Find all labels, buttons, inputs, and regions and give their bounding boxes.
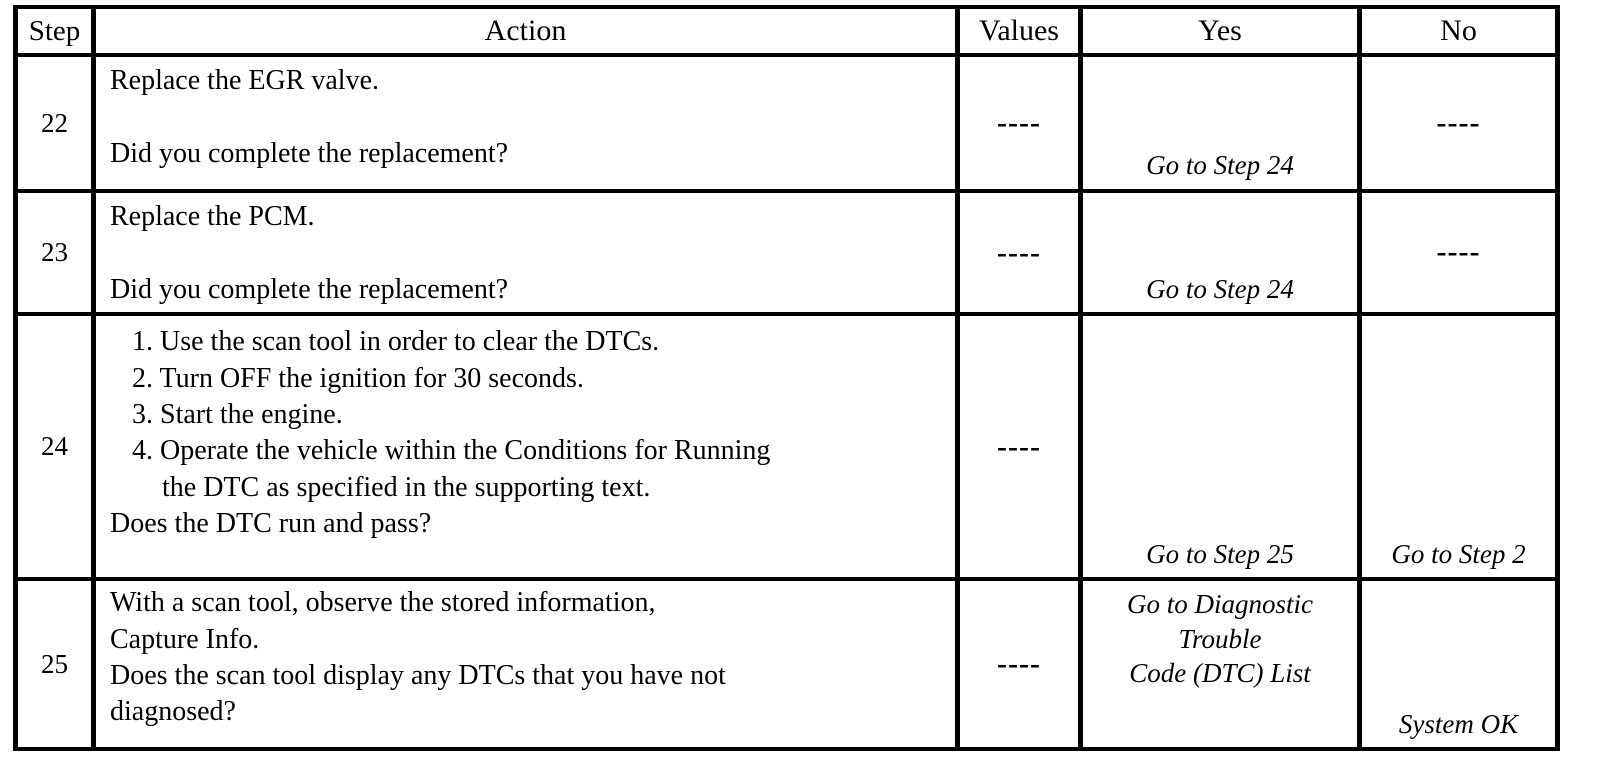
action-list-item: 3. Start the engine. — [132, 398, 343, 430]
step-number: 25 — [13, 577, 96, 752]
step-number: 22 — [13, 53, 96, 193]
action-list-item: 1. Use the scan tool in order to clear t… — [132, 326, 660, 358]
action-line: Did you complete the replacement? — [110, 137, 509, 169]
column-header-yes: Yes — [1078, 5, 1362, 57]
column-header-action: Action — [91, 5, 960, 57]
action-text: Replace the EGR valve. Did you complete … — [91, 53, 960, 193]
table-row: 23 Replace the PCM. Did you complete the… — [13, 188, 1560, 317]
no-branch: Go to Step 2 — [1357, 312, 1560, 582]
column-header-no: No — [1357, 5, 1560, 57]
table-header: Step Action Values Yes No — [13, 5, 1560, 57]
values-placeholder: ---- — [997, 235, 1041, 269]
header-row: Step Action Values Yes No — [13, 5, 1560, 57]
values-cell: ---- — [955, 53, 1083, 193]
step-number: 23 — [13, 188, 96, 317]
column-header-values: Values — [955, 5, 1083, 57]
values-placeholder: ---- — [997, 106, 1041, 139]
no-branch: ---- — [1357, 188, 1560, 317]
no-branch-line: Go to Step 2 — [1391, 538, 1526, 569]
no-branch-line: System OK — [1398, 708, 1519, 739]
table-body: 22 Replace the EGR valve. Did you comple… — [13, 53, 1560, 752]
table-row: 24 1. Use the scan tool in order to clea… — [13, 312, 1560, 582]
action-list-item: 2. Turn OFF the ignition for 30 seconds. — [132, 362, 584, 394]
action-line: Replace the EGR valve. — [110, 65, 380, 96]
yes-branch: Go to Step 24 — [1078, 188, 1362, 317]
yes-branch: Go to Step 25 — [1078, 312, 1362, 582]
step-number: 24 — [13, 312, 96, 582]
action-line: With a scan tool, observe the stored inf… — [110, 587, 656, 619]
table-row: 22 Replace the EGR valve. Did you comple… — [13, 53, 1560, 193]
action-question: Does the DTC run and pass? — [110, 508, 432, 540]
action-text: With a scan tool, observe the stored inf… — [91, 577, 960, 752]
action-numbered-list: 1. Use the scan tool in order to clear t… — [110, 324, 945, 506]
action-line: Did you complete the replacement? — [110, 273, 509, 305]
yes-branch: Go to Step 24 — [1078, 53, 1362, 193]
values-placeholder: ---- — [997, 647, 1041, 681]
yes-branch-line: Go to Diagnostic — [1127, 589, 1313, 620]
values-placeholder: ---- — [997, 429, 1041, 463]
values-cell: ---- — [955, 188, 1083, 317]
yes-branch-line: Go to Step 25 — [1146, 538, 1294, 569]
action-text: 1. Use the scan tool in order to clear t… — [91, 312, 960, 582]
no-branch-line: ---- — [1436, 235, 1481, 269]
yes-branch-line: Go to Step 24 — [1146, 273, 1294, 304]
values-cell: ---- — [955, 312, 1083, 582]
action-line: Replace the PCM. — [110, 201, 315, 232]
action-line: Capture Info. — [110, 623, 260, 655]
action-list-item-continuation: the DTC as specified in the supporting t… — [162, 471, 651, 503]
no-branch: ---- — [1357, 53, 1560, 193]
yes-branch-line: Go to Step 24 — [1146, 150, 1294, 181]
no-branch-line: ---- — [1436, 105, 1481, 139]
column-header-step: Step — [13, 5, 96, 57]
no-branch: System OK — [1357, 577, 1560, 752]
diagnostic-step-table: Step Action Values Yes No 22 Replace the… — [13, 5, 1560, 752]
yes-branch-line: Code (DTC) List — [1129, 658, 1311, 689]
values-cell: ---- — [955, 577, 1083, 752]
yes-branch-line: Trouble — [1178, 623, 1262, 654]
action-list-item: 4. Operate the vehicle within the Condit… — [132, 435, 771, 467]
action-line: diagnosed? — [110, 696, 236, 728]
table-row: 25 With a scan tool, observe the stored … — [13, 577, 1560, 752]
action-text: Replace the PCM. Did you complete the re… — [91, 188, 960, 317]
yes-branch: Go to Diagnostic Trouble Code (DTC) List — [1078, 577, 1362, 752]
action-line: Does the scan tool display any DTCs that… — [110, 659, 726, 691]
